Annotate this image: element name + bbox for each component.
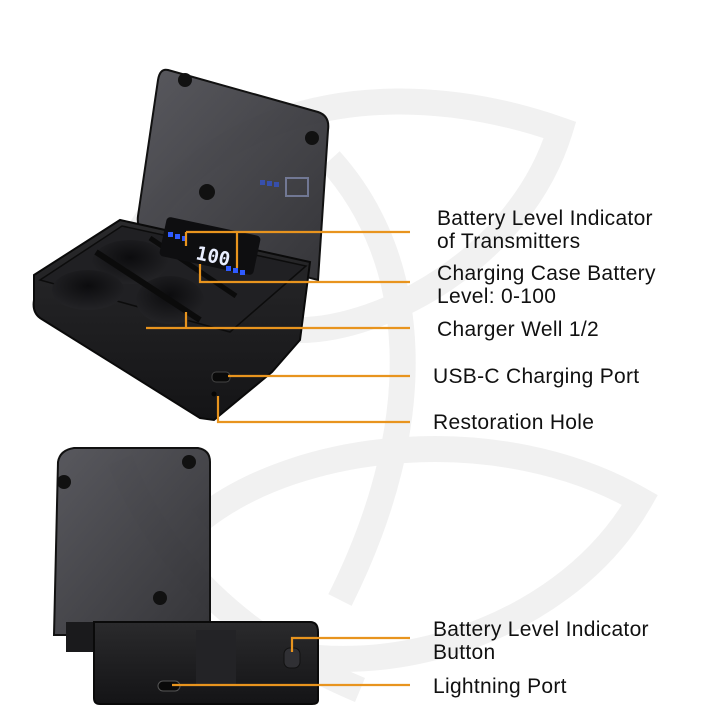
leader-line-restoration (216, 396, 410, 424)
callout-charger-well: Charger Well 1/2 (437, 318, 599, 341)
lid-display-reflection (260, 177, 309, 197)
callout-battery-level-indicator-transmitters: Battery Level Indicator of Transmitters (437, 207, 653, 253)
leader-lines (146, 230, 410, 687)
callout-charging-case-battery-level: Charging Case Battery Level: 0-100 (437, 262, 656, 308)
leader-line-charger-well (146, 312, 410, 330)
bottom-case (52, 447, 319, 705)
lid-corner-dot (305, 131, 319, 145)
restoration-hole (211, 391, 217, 397)
callout-usb-c-charging-port: USB-C Charging Port (433, 365, 640, 388)
callout-lightning-port: Lightning Port (433, 675, 567, 698)
top-case: 100 (32, 68, 330, 422)
lid-hinge-dot (178, 73, 192, 87)
callout-restoration-hole: Restoration Hole (433, 411, 595, 434)
callout-battery-level-indicator-button: Battery Level Indicator Button (433, 618, 649, 664)
leader-line-button (290, 636, 410, 652)
leader-line-case-battery (198, 264, 410, 284)
bottom-case-lid (52, 447, 211, 636)
charger-well-1 (92, 240, 168, 284)
lid-magnet-dot (199, 184, 215, 200)
leader-line-transmitters (184, 230, 410, 268)
usb-c-port (211, 371, 231, 383)
